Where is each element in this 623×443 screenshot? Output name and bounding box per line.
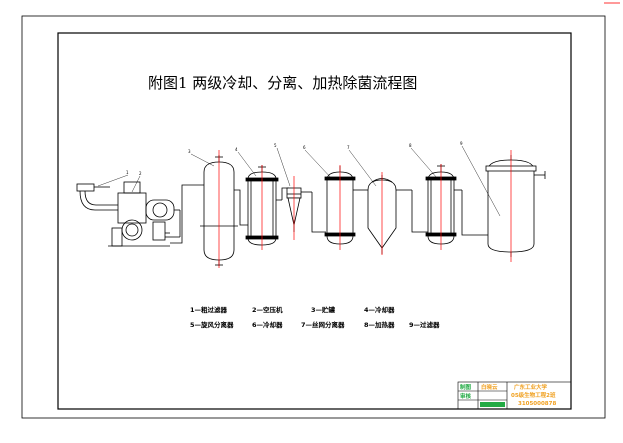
legend-item-2: 2—空压机 xyxy=(252,305,283,314)
equipment-number-5: 5 xyxy=(274,143,277,148)
pipe-tank-to-cooler1 xyxy=(234,189,248,226)
legend-item-1: 1—粗过滤器 xyxy=(190,305,228,314)
equipment-number-1: 1 xyxy=(126,170,129,175)
air-compressor xyxy=(108,181,181,247)
legend-item-3: 3—贮罐 xyxy=(311,305,336,314)
equipment-number-9: 9 xyxy=(460,141,463,146)
legend: 1—粗过滤器 2—空压机 3—贮罐 4—冷却器 5—旋风分离器 6—冷却器 7—… xyxy=(190,305,440,329)
title-block-school: 广东工业大学 xyxy=(514,383,548,391)
title-block-student-id: 3105000878 xyxy=(518,401,556,407)
pipe-heater-to-filter xyxy=(461,190,488,236)
pipe-separator-to-heater xyxy=(411,190,428,233)
equipment-number-4: 4 xyxy=(235,147,238,152)
diagram-title: 附图1 两级冷却、分离、加热除菌流程图 xyxy=(148,74,417,92)
equipment-number-7: 7 xyxy=(347,145,350,150)
pipe-cyclone-to-cooler2 xyxy=(311,192,326,233)
legend-item-7: 7—丝网分离器 xyxy=(301,320,345,329)
heater xyxy=(425,164,462,245)
equipment-number-2: 2 xyxy=(139,171,142,176)
legend-item-4: 4—冷却器 xyxy=(364,305,395,314)
outer-border xyxy=(21,15,606,419)
inner-frame xyxy=(57,32,572,410)
title-block-major: 05级生物工程2班 xyxy=(511,391,556,399)
title-block-designer: 白晓云 xyxy=(481,383,498,391)
pipe-compressor-to-tank xyxy=(170,184,204,244)
equipment-number-8: 8 xyxy=(409,143,412,148)
legend-item-6: 6—冷却器 xyxy=(252,320,283,329)
legend-item-5: 5—旋风分离器 xyxy=(190,320,234,329)
title-block xyxy=(457,381,572,410)
leader-lines xyxy=(97,145,501,217)
mesh-separator xyxy=(362,175,412,254)
cyclone-separator xyxy=(281,187,312,232)
cooler-1 xyxy=(245,165,282,246)
equipment-number-6: 6 xyxy=(303,145,306,150)
cooler-2 xyxy=(324,166,362,245)
coarse-filter xyxy=(76,183,118,211)
final-filter xyxy=(485,155,546,257)
title-block-label-design: 制图 xyxy=(460,383,472,391)
equipment-number-3: 3 xyxy=(188,149,191,154)
legend-item-8: 8—加热器 xyxy=(364,320,395,329)
legend-item-9: 9—过滤器 xyxy=(409,320,440,329)
title-block-label-check: 审核 xyxy=(460,392,472,400)
